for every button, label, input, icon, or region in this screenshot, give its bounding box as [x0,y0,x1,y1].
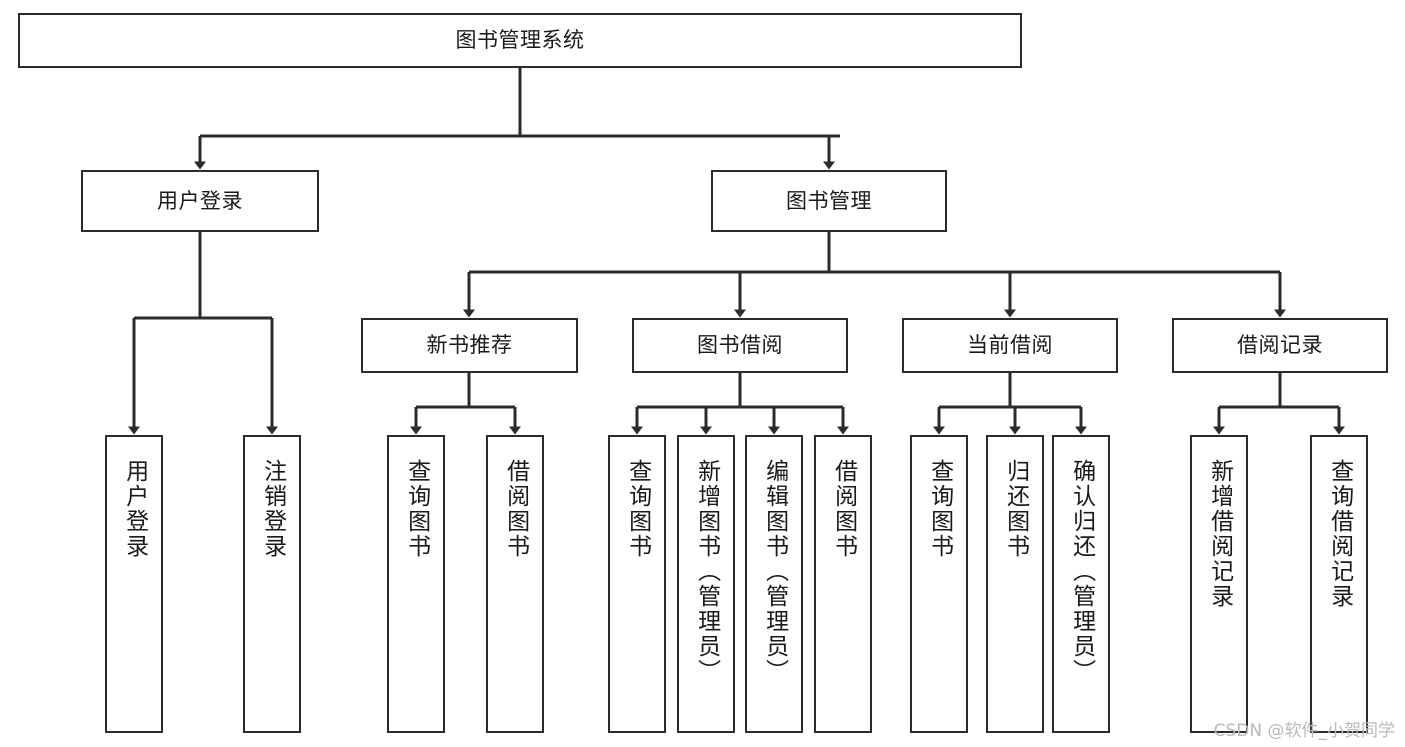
node-book-management[interactable]: 图书管理 [711,170,947,232]
node-leaf-return-book-label: 归还图书 [1002,459,1029,559]
node-leaf-query-borrow-record-label: 查询借阅记录 [1326,459,1353,609]
node-leaf-borrow-book-recommend-label: 借阅图书 [502,459,529,559]
node-leaf-logout[interactable]: 注销登录 [243,435,301,733]
node-leaf-add-book[interactable]: 新增图书（管理员） [677,435,735,733]
node-book-borrow[interactable]: 图书借阅 [632,318,848,373]
node-leaf-borrow-book-recommend[interactable]: 借阅图书 [486,435,544,733]
node-current-borrow-label: 当前借阅 [967,333,1053,358]
node-leaf-add-borrow-record-label: 新增借阅记录 [1206,459,1233,609]
node-leaf-add-borrow-record[interactable]: 新增借阅记录 [1190,435,1248,733]
node-leaf-edit-book-label: 编辑图书（管理员） [761,459,788,684]
node-book-borrow-label: 图书借阅 [697,333,783,358]
node-leaf-query-book-borrow[interactable]: 查询图书 [608,435,666,733]
node-leaf-user-login-label: 用户登录 [121,459,148,559]
node-leaf-borrow-book-label: 借阅图书 [830,459,857,559]
node-leaf-query-book-recommend-label: 查询图书 [403,459,430,559]
node-borrow-record-label: 借阅记录 [1237,333,1323,358]
node-root[interactable]: 图书管理系统 [18,13,1022,68]
node-leaf-query-book-recommend[interactable]: 查询图书 [387,435,445,733]
node-new-book-recommend[interactable]: 新书推荐 [361,318,578,373]
node-leaf-confirm-return[interactable]: 确认归还（管理员） [1052,435,1110,733]
node-leaf-user-login[interactable]: 用户登录 [105,435,163,733]
node-leaf-query-book-current-label: 查询图书 [926,459,953,559]
node-leaf-add-book-label: 新增图书（管理员） [693,459,720,684]
node-new-book-recommend-label: 新书推荐 [426,333,513,358]
node-root-label: 图书管理系统 [455,28,585,53]
csdn-watermark: CSDN @软件_小贺同学 [1213,721,1395,741]
node-leaf-confirm-return-label: 确认归还（管理员） [1068,459,1095,684]
node-user-login[interactable]: 用户登录 [81,170,319,232]
node-borrow-record[interactable]: 借阅记录 [1172,318,1388,373]
node-leaf-query-book-current[interactable]: 查询图书 [910,435,968,733]
node-book-management-label: 图书管理 [786,188,872,213]
node-leaf-logout-label: 注销登录 [259,459,286,559]
node-leaf-query-book-borrow-label: 查询图书 [624,459,651,559]
node-user-login-label: 用户登录 [157,188,243,213]
node-current-borrow[interactable]: 当前借阅 [902,318,1118,373]
node-leaf-edit-book[interactable]: 编辑图书（管理员） [745,435,803,733]
node-leaf-borrow-book[interactable]: 借阅图书 [814,435,872,733]
node-leaf-return-book[interactable]: 归还图书 [986,435,1044,733]
node-leaf-query-borrow-record[interactable]: 查询借阅记录 [1310,435,1368,733]
